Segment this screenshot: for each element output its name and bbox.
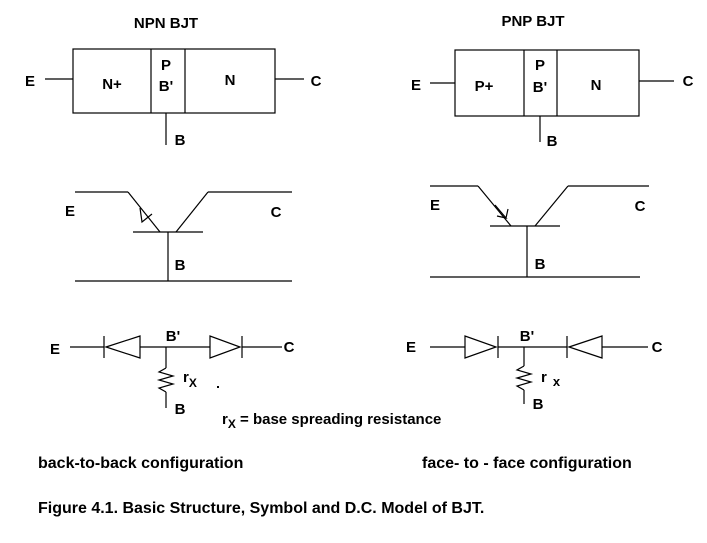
pnp-region-n: N bbox=[591, 77, 602, 94]
npn-title: NPN BJT bbox=[134, 15, 198, 32]
npn-model-resistor-r: r bbox=[183, 369, 189, 386]
npn-collector-label: C bbox=[311, 73, 322, 90]
pnp-model-emitter-label: E bbox=[406, 339, 416, 356]
npn-body bbox=[72, 48, 276, 114]
npn-symbol: E C B bbox=[65, 191, 292, 282]
npn-emitter-arrow-icon bbox=[139, 207, 153, 224]
pnp-model-base-label: B bbox=[533, 396, 544, 413]
npn-emitter-label: E bbox=[25, 73, 35, 90]
npn-region-n-plus: N+ bbox=[102, 76, 122, 93]
npn-region-p: P bbox=[161, 57, 171, 74]
npn-model-resistor-sub: X bbox=[189, 376, 197, 390]
npn-region-b-prime: B' bbox=[159, 78, 173, 95]
figure-caption: Figure 4.1. Basic Structure, Symbol and … bbox=[38, 500, 484, 517]
pnp-emitter-label: E bbox=[411, 77, 421, 94]
pnp-symbol-emitter-label: E bbox=[430, 197, 440, 214]
rx-legend-sub: X bbox=[228, 417, 236, 431]
pnp-symbol-emitter-leg bbox=[477, 185, 512, 227]
pnp-model-resistor-r: r bbox=[541, 369, 547, 386]
pnp-config-label: face- to - face configuration bbox=[422, 455, 632, 472]
npn-config-label: back-to-back configuration bbox=[38, 455, 243, 472]
pnp-model-collector-label: C bbox=[652, 339, 663, 356]
npn-base-label: B bbox=[175, 132, 186, 149]
npn-model-collector-label: C bbox=[284, 339, 295, 356]
npn-structure: NPN BJT N+ P B' N E C B bbox=[25, 15, 322, 149]
rx-legend-r: r bbox=[222, 411, 228, 428]
pnp-region-p-plus: P+ bbox=[475, 78, 494, 95]
npn-diode-collector-icon bbox=[209, 335, 243, 359]
npn-dc-model: E C B' B rX bbox=[50, 328, 295, 418]
pnp-region-b-prime: B' bbox=[533, 79, 547, 96]
pnp-symbol-collector-label: C bbox=[635, 198, 646, 215]
npn-model-internal-base-label: B' bbox=[166, 328, 180, 345]
pnp-symbol-collector-leg bbox=[534, 185, 569, 227]
npn-model-dot bbox=[217, 386, 219, 388]
npn-diode-emitter-icon bbox=[103, 335, 141, 359]
rx-legend: rX = base spreading resistance bbox=[222, 411, 441, 431]
pnp-model-internal-base-label: B' bbox=[520, 328, 534, 345]
npn-model-resistor-label: rX bbox=[183, 369, 197, 390]
npn-region-n: N bbox=[225, 72, 236, 89]
pnp-model-resistor-sub: x bbox=[553, 374, 561, 389]
npn-symbol-emitter-leg bbox=[127, 191, 161, 233]
npn-resistor-icon bbox=[156, 367, 176, 393]
npn-symbol-emitter-label: E bbox=[65, 203, 75, 220]
npn-model-base-label: B bbox=[175, 401, 186, 418]
npn-symbol-collector-label: C bbox=[271, 204, 282, 221]
pnp-symbol-base-label: B bbox=[535, 256, 546, 273]
pnp-collector-label: C bbox=[683, 73, 694, 90]
npn-model-emitter-label: E bbox=[50, 341, 60, 358]
rx-legend-text: = base spreading resistance bbox=[236, 411, 442, 428]
pnp-emitter-arrow-icon bbox=[494, 204, 509, 219]
pnp-structure: PNP BJT P+ P B' N E C B bbox=[411, 13, 694, 150]
pnp-diode-collector-icon bbox=[566, 335, 603, 359]
npn-symbol-base-label: B bbox=[175, 257, 186, 274]
pnp-title: PNP BJT bbox=[501, 13, 564, 30]
pnp-symbol: E C B bbox=[430, 185, 649, 278]
npn-symbol-collector-leg bbox=[175, 191, 209, 233]
pnp-base-label: B bbox=[547, 133, 558, 150]
pnp-resistor-icon bbox=[514, 365, 534, 391]
pnp-region-p: P bbox=[535, 57, 545, 74]
pnp-diode-emitter-icon bbox=[464, 335, 499, 359]
